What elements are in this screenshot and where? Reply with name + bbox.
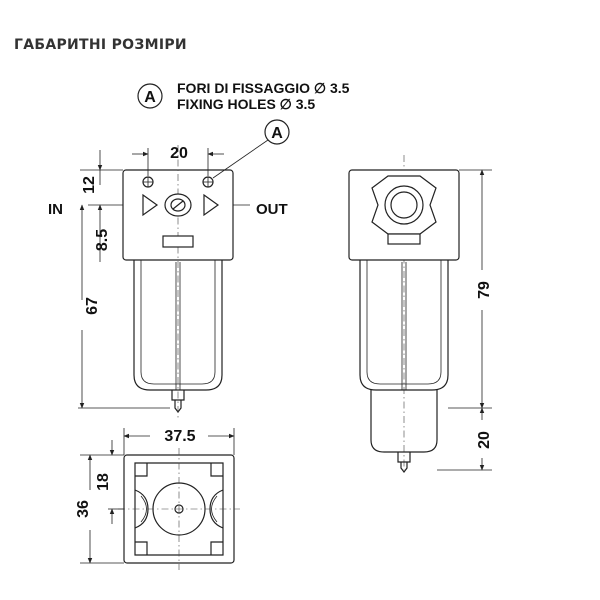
- front-bowl: [133, 260, 223, 391]
- side-bowl: [359, 260, 449, 391]
- dim-total-height: 79: [476, 281, 493, 299]
- page-title: ГАБАРИТНІ РОЗМІРИ: [14, 37, 187, 53]
- dim-base-width: 37.5: [164, 428, 195, 445]
- callout-line-en: FIXING HOLES ∅ 3.5: [177, 96, 315, 112]
- base-view: [118, 448, 240, 570]
- side-dimensions: 79 20: [437, 169, 493, 471]
- dim-base-half: 18: [95, 473, 112, 491]
- dim-drain-clearance: 20: [476, 431, 493, 449]
- front-view: [122, 145, 234, 420]
- callout-letter: A: [144, 89, 156, 106]
- flow-arrow-right: [203, 193, 220, 217]
- dim-bowl-height: 67: [84, 297, 101, 315]
- callout-line-it: FORI DI FISSAGGIO ∅ 3.5: [177, 80, 350, 96]
- callout-legend: A FORI DI FISSAGGIO ∅ 3.5 FIXING HOLES ∅…: [137, 80, 350, 112]
- callout-a-circle: [264, 119, 290, 145]
- callout-a-letter: A: [271, 125, 283, 142]
- front-dimensions: 20 A IN OUT 12 8.5 67: [48, 119, 290, 409]
- side-bowl-guard: [370, 390, 438, 453]
- front-drain: [171, 390, 185, 401]
- dim-head-top: 12: [81, 176, 98, 194]
- dim-base-depth: 36: [75, 500, 92, 518]
- port-in-label: IN: [48, 201, 63, 218]
- callout-circle: [137, 83, 163, 109]
- base-dimensions: 37.5 18 36: [75, 428, 235, 564]
- dim-port-height: 8.5: [94, 229, 111, 251]
- dim-hole-spacing: 20: [170, 145, 188, 162]
- side-view: [348, 155, 460, 473]
- flow-arrow-left: [142, 193, 159, 217]
- name-slot: [162, 235, 194, 248]
- port-out-label: OUT: [256, 201, 288, 218]
